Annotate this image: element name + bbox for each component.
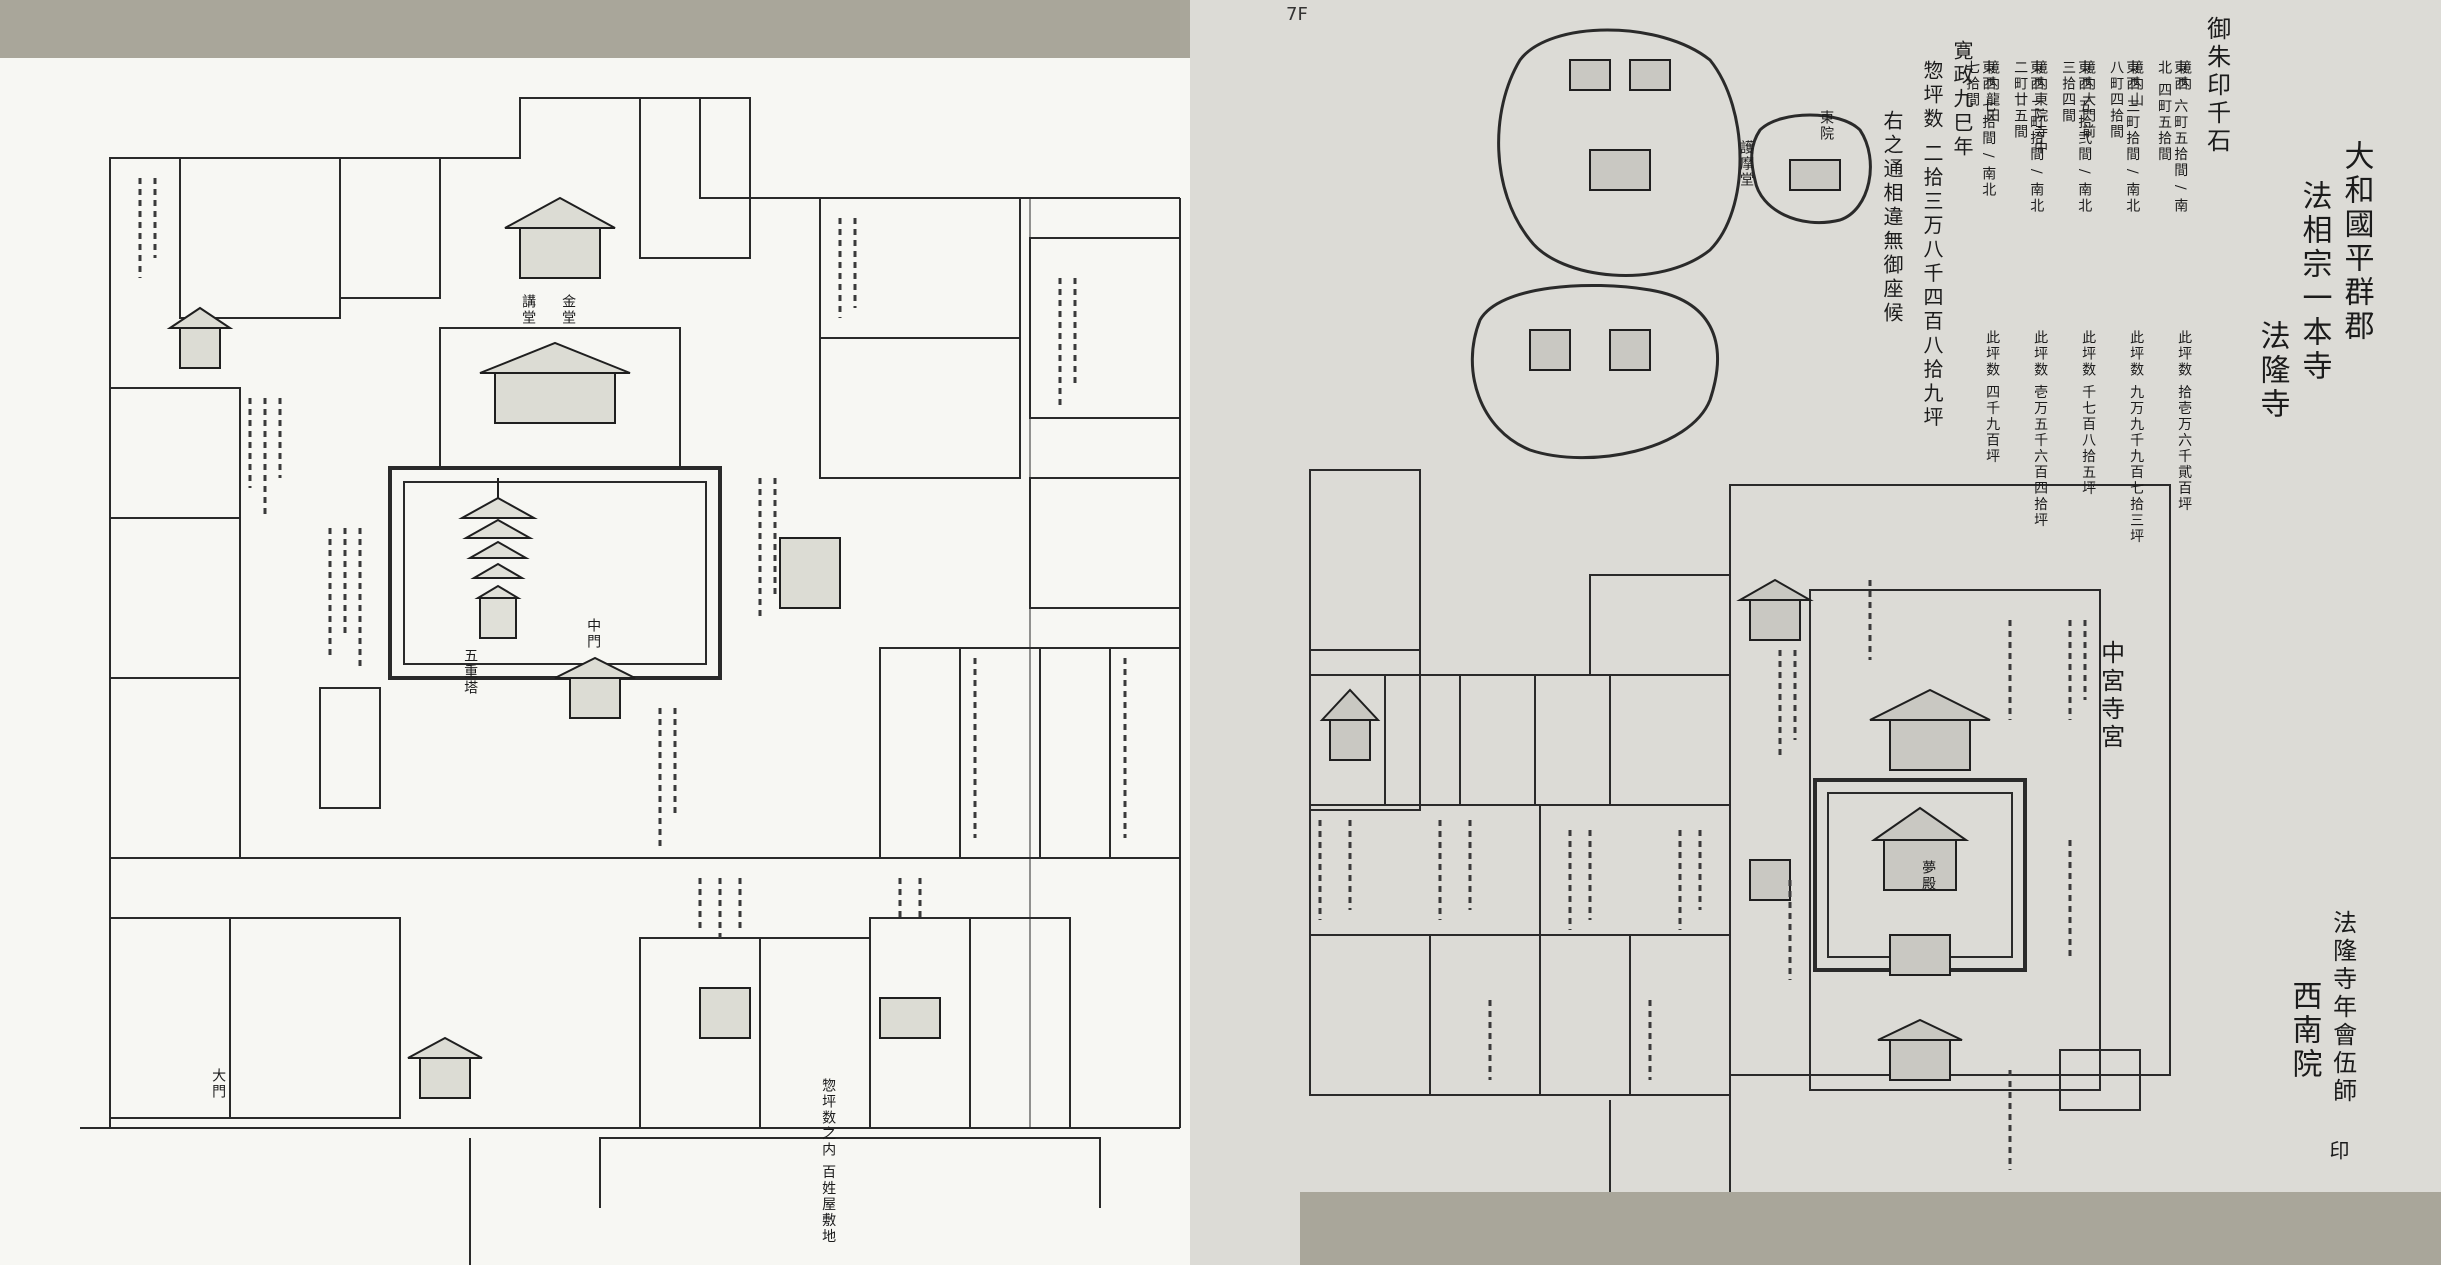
map-title: 大和國平群郡 — [2338, 140, 2374, 344]
sheet-right-tab — [1190, 1192, 1300, 1265]
sheet-number: 7F — [1286, 4, 1308, 25]
precinct-2-area: 此坪数 九万九千九百七拾三坪 — [2128, 330, 2145, 545]
precinct-3-label: 境内大門前 — [2080, 60, 2097, 140]
precinct-1-detail: 東西 六町五拾間 / 南北 四町五拾間 — [2156, 60, 2189, 215]
precinct-3-area: 此坪数 千七百八拾五坪 — [2080, 330, 2097, 497]
pagoda-icon — [458, 478, 538, 639]
signature-name: 西南院 — [2286, 980, 2322, 1082]
precinct-5-label: 境内龍田 — [1984, 60, 2001, 124]
left-sheet-drawing — [80, 97, 1181, 1265]
precinct-2-label: 境内山 — [2128, 60, 2145, 108]
right-sheet-drawing — [1309, 28, 2171, 1192]
label-kodo: 講堂 — [520, 294, 537, 326]
precinct-4-area: 此坪数 壱万五千六百四拾坪 — [2032, 330, 2049, 529]
label-chumon: 中門 — [585, 618, 602, 650]
precinct-3-detail: 東西 五拾弐間 / 南北 三拾四間 — [2060, 60, 2093, 215]
total-area: 惣坪数 二拾三万八千四百八拾九坪 — [1920, 60, 1944, 431]
lower-note: 惣坪数之内 百姓屋敷地 — [820, 1078, 837, 1245]
map-sheet-right: 7F 大和國平群郡 法相宗一本寺 法隆寺 御朱印千石 境内 東西 六町五拾間 /… — [1190, 0, 2441, 1192]
precinct-1-label: 境内 — [2176, 60, 2193, 92]
precinct-5-detail: 東西 七拾間 / 南北 七拾間 — [1964, 60, 1997, 199]
label-kondo: 金堂 — [560, 294, 577, 326]
precinct-1-area: 此坪数 拾壱万六千貮百坪 — [2176, 330, 2193, 513]
label-pagoda: 五重塔 — [462, 648, 479, 696]
label-chuguji: 中宮寺宮 — [2096, 640, 2125, 752]
map-sheet-left: 惣坪数之内 百姓屋敷地 講堂 五重塔 中門 金堂 大門 — [0, 58, 1190, 1265]
precinct-5-area: 此坪数 四千九百坪 — [1984, 330, 2001, 465]
label-gomado: 護摩堂 — [1738, 140, 1755, 188]
label-toin: 東院 — [1818, 110, 1835, 142]
temple-name: 法隆寺 — [2254, 320, 2290, 422]
era-date: 寛政九巳年 — [1950, 40, 1974, 160]
signature-office: 法隆寺年會伍師 — [2328, 910, 2357, 1106]
precinct-4-detail: 東西 二町拾間 / 南北 二町廿五間 — [2012, 60, 2045, 215]
precinct-4-label: 境内東院寺中 — [2032, 60, 2049, 156]
seal-mark: 印 — [2326, 1140, 2350, 1164]
stipend: 御朱印千石 — [2202, 16, 2231, 156]
sect-label: 法相宗一本寺 — [2296, 180, 2332, 384]
precinct-2-detail: 東西 三町拾間 / 南北 八町四拾間 — [2108, 60, 2141, 215]
label-yumedono: 夢殿 — [1920, 860, 1937, 892]
label-daimon: 大門 — [210, 1068, 227, 1100]
attestation-note: 右之通相違無御座候 — [1880, 110, 1904, 326]
